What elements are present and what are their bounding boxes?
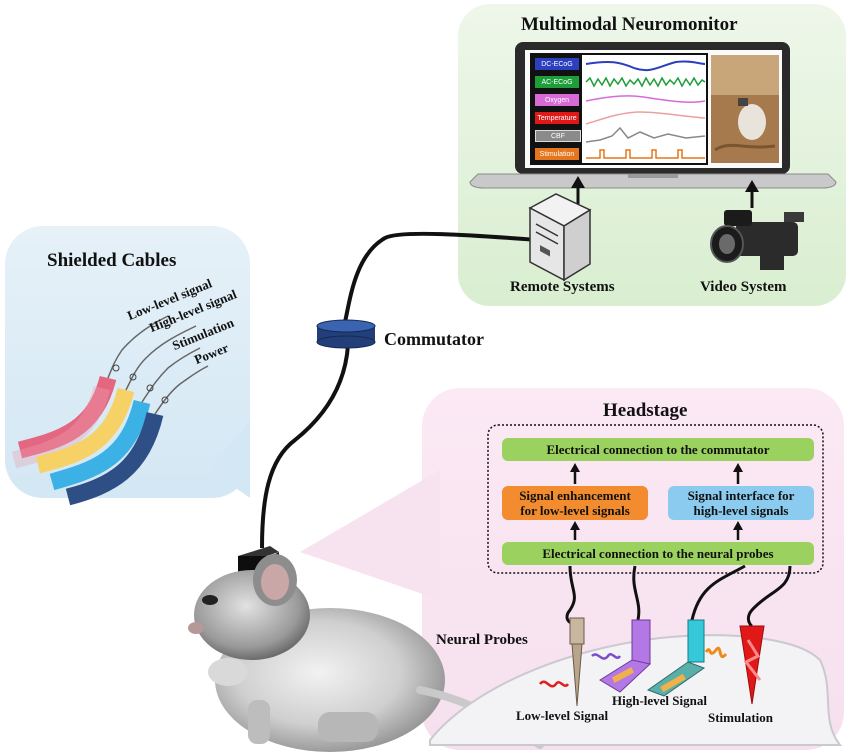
computer-tower-icon (528, 193, 592, 282)
low-level-signal-label: Low-level Signal (516, 708, 609, 723)
probe-wires (565, 564, 792, 628)
channel-label-oxygen: Oxygen (535, 94, 579, 106)
signal-enhancement-line-2: for low-level signals (520, 503, 630, 518)
cable-callout-pointer (210, 420, 250, 498)
headstage-title: Headstage (603, 400, 688, 421)
signal-enhancement-box: Signal enhancement for low-level signals (502, 486, 648, 520)
channel-label-temperature: Temperature (535, 112, 579, 124)
brain-surface (429, 634, 843, 746)
high-level-probe-icon (591, 619, 728, 697)
shielded-cable-ribbons (11, 315, 209, 506)
stimulation-probe-label: Stimulation (708, 710, 774, 725)
headstage-dotted-frame (487, 424, 824, 574)
stimulation-probe-icon (739, 625, 765, 705)
channel-label-ac-ecog: AC-ECoG (535, 76, 579, 88)
headstage-arrows (570, 463, 743, 540)
video-camera-icon (710, 210, 804, 270)
channel-label-stimulation: Stimulation (535, 148, 579, 160)
remote-systems-label: Remote Systems (510, 279, 615, 295)
channel-label-dc-ecog: DC-ECoG (535, 58, 579, 70)
commutator-icon (316, 319, 376, 349)
monitor-title: Multimodal Neuromonitor (521, 14, 738, 35)
upload-arrows (571, 176, 759, 208)
signal-interface-line-2: high-level signals (693, 503, 789, 518)
neural-probes-title: Neural Probes (436, 632, 528, 648)
neural-probes-connection-box: Electrical connection to the neural prob… (502, 542, 814, 565)
signal-interface-line-1: Signal interface for (687, 488, 795, 503)
commutator-connection-box: Electrical connection to the commutator (502, 438, 814, 461)
commutator-label: Commutator (384, 329, 484, 349)
shielded-cables-panel (5, 226, 250, 498)
cable-upper (343, 231, 539, 323)
monitor-traces (530, 53, 779, 165)
high-level-signal-label: High-level Signal (612, 693, 707, 708)
channel-label-cbf: CBF (535, 130, 581, 142)
cable-lower (260, 344, 350, 549)
cables-title: Shielded Cables (47, 250, 177, 271)
headstage-callout-pointer (300, 470, 440, 600)
low-level-probe-icon (539, 617, 585, 707)
mouse-illustration (188, 554, 544, 752)
signal-interface-box: Signal interface for high-level signals (668, 486, 814, 520)
signal-enhancement-line-1: Signal enhancement (519, 488, 631, 503)
video-system-label: Video System (700, 279, 787, 295)
